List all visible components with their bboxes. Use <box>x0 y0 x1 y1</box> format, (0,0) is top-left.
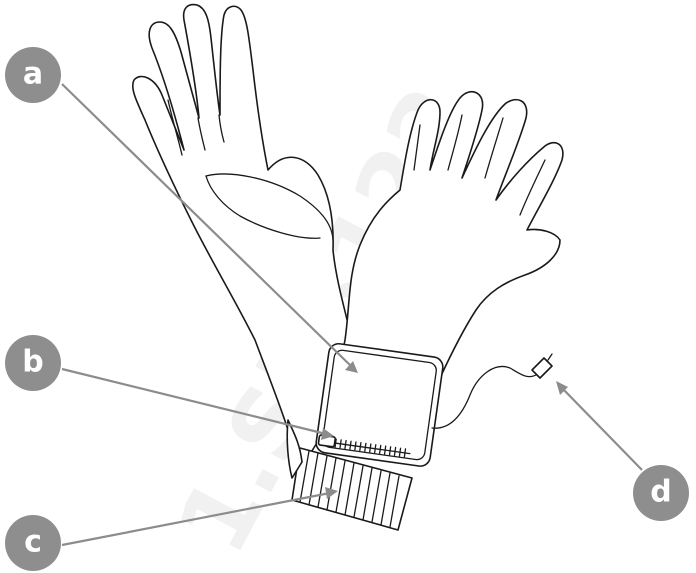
callout-d: d <box>556 381 689 521</box>
svg-text:c: c <box>24 525 42 560</box>
power-cable <box>432 354 552 428</box>
badge-b: b <box>5 335 61 391</box>
badge-a: a <box>5 47 61 103</box>
svg-text:a: a <box>23 57 43 92</box>
badge-d: d <box>633 465 689 521</box>
svg-text:d: d <box>650 475 671 510</box>
badge-c: c <box>5 515 61 571</box>
svg-text:b: b <box>22 345 43 380</box>
